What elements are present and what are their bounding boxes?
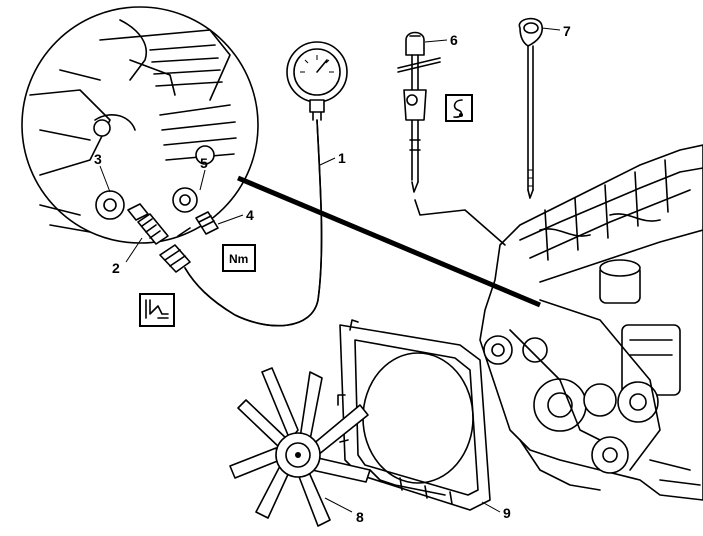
callout-6: 6 (450, 32, 458, 48)
callout-1: 1 (338, 150, 346, 166)
hose-adapter-fitting (127, 203, 191, 273)
magnified-detail-view (21, 6, 259, 244)
callout-7: 7 (563, 23, 571, 39)
magnifier-leader-line (237, 175, 541, 308)
oil-pressure-tester-symbol-icon (139, 293, 175, 327)
callout-2: 2 (112, 260, 120, 276)
callout-4: 4 (246, 207, 254, 223)
torque-badge: Nm (222, 244, 256, 272)
svg-text:Nm: Nm (229, 252, 248, 266)
cooling-fan (229, 367, 371, 527)
callout-9: 9 (503, 505, 511, 521)
fan-shroud (337, 319, 491, 511)
special-tool-symbol-icon (445, 94, 473, 122)
oil-dipstick (518, 17, 543, 199)
callout-5: 5 (200, 155, 208, 171)
pressure-gauge (286, 41, 348, 121)
callout-3: 3 (94, 151, 102, 167)
callout-8: 8 (356, 509, 364, 525)
engine-block (479, 144, 703, 501)
dipstick-leader-line (414, 199, 506, 246)
screw-plug (177, 211, 219, 237)
dipstick-guide-tube (397, 31, 441, 193)
callout-leaders (99, 27, 561, 513)
